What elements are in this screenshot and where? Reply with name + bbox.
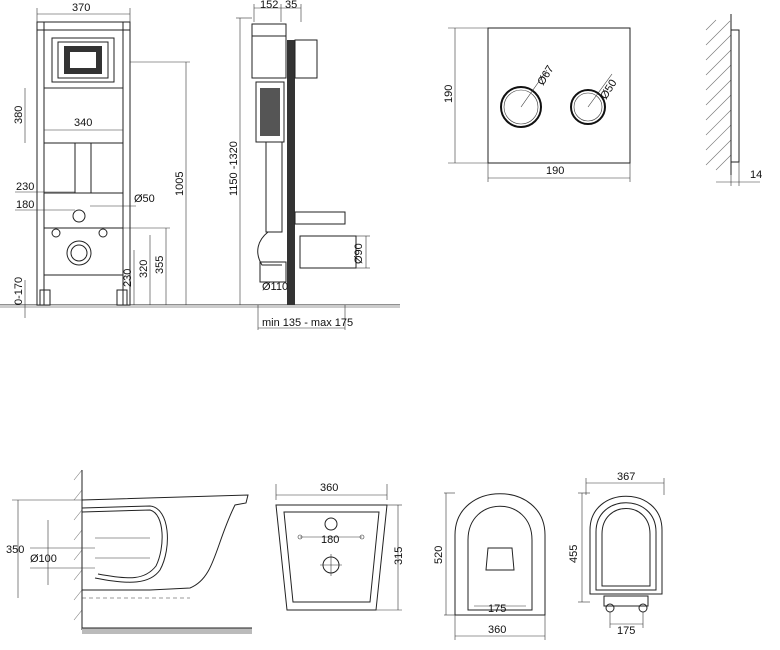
bowl-back-view: 360 180 315: [275, 482, 405, 611]
dim-180: 180: [16, 199, 34, 211]
dim-230-right: 230: [122, 269, 134, 287]
dim-d50-plate: Ø50: [598, 78, 619, 102]
dim-455: 455: [568, 545, 580, 563]
dim-175-top: 175: [488, 603, 506, 615]
bowl-top-view: 520 175 360: [433, 492, 546, 640]
dim-360-top: 360: [488, 624, 506, 636]
dim-1005: 1005: [174, 172, 186, 196]
dim-315: 315: [393, 547, 405, 565]
flush-plate-front: Ø67 Ø50 190 190: [443, 27, 631, 182]
dim-d90: Ø90: [353, 243, 365, 264]
dim-d50: Ø50: [134, 193, 155, 205]
dim-180-back: 180: [321, 534, 339, 546]
dim-367: 367: [617, 471, 635, 483]
flush-plate-side: 14: [705, 14, 762, 186]
dim-0-170: 0-170: [13, 277, 25, 305]
dim-35: 35: [285, 0, 297, 11]
bowl-side-view: 350 Ø100: [6, 469, 252, 634]
dim-1150-1320: 1150 -1320: [228, 141, 240, 196]
dim-370: 370: [72, 2, 90, 14]
dim-350: 350: [6, 544, 24, 556]
seat-top-view: 367 455 175: [568, 471, 665, 637]
dim-14: 14: [750, 169, 762, 181]
dim-355: 355: [154, 256, 166, 274]
dim-190-w: 190: [546, 165, 564, 177]
dim-175-seat: 175: [617, 625, 635, 637]
frame-side-view: 152 35 Ø90 1150 -1320 Ø110 min 135 - max…: [228, 0, 370, 330]
frame-front-view: 370 380 340 230 180: [0, 2, 400, 318]
dim-min-max: min 135 - max 175: [262, 317, 353, 329]
dim-380: 380: [13, 106, 25, 124]
dim-d100: Ø100: [30, 553, 57, 565]
dim-152: 152: [260, 0, 278, 11]
dim-340: 340: [74, 117, 92, 129]
dim-230-left: 230: [16, 181, 34, 193]
dim-190-h: 190: [443, 85, 455, 103]
dim-d67: Ø67: [535, 64, 556, 88]
dim-360-back: 360: [320, 482, 338, 494]
dim-320: 320: [138, 260, 150, 278]
dim-520: 520: [433, 546, 445, 564]
dim-d110: Ø110: [262, 281, 288, 293]
